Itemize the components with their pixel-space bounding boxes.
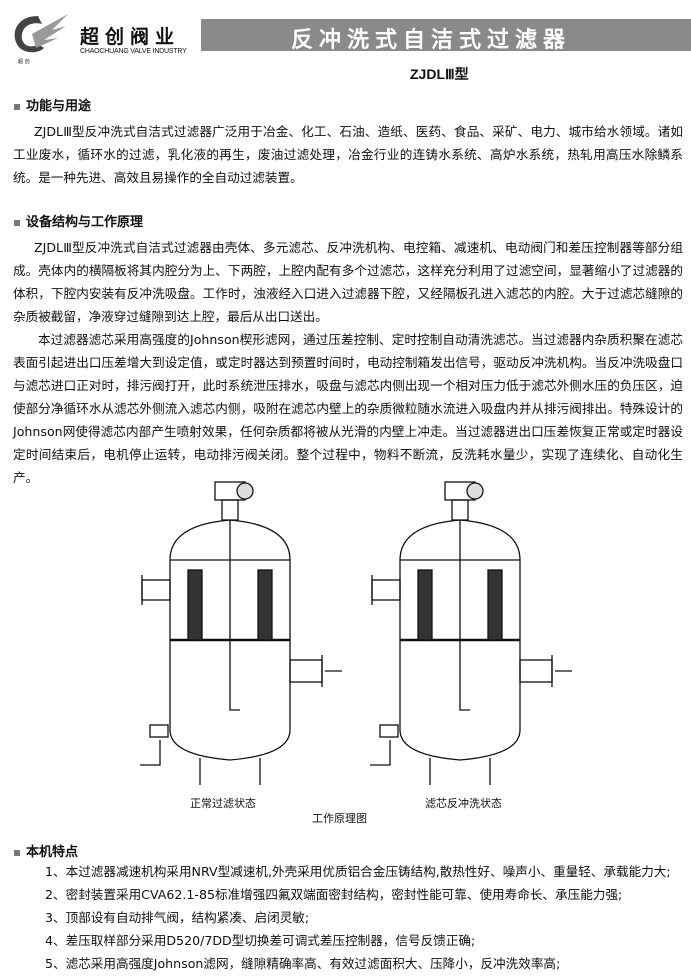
filter-left — [140, 481, 342, 785]
heading-text: 本机特点 — [26, 845, 79, 860]
logo-english-name: CHAOCHUANG VALVE INDUSTRY — [80, 48, 187, 55]
list-item: 4、差压取样部分采用D520/7DD型切换差可调式差压控制器，信号反馈正确; — [45, 933, 476, 948]
section-heading-features: 本机特点 — [14, 841, 78, 860]
list-item: 2、密封装置采用CVA62.1-85标准增强四氟双端面密封结构，密封性能可靠、使… — [45, 887, 623, 902]
logo-small-text: 超 创 — [18, 59, 30, 65]
list-item: 5、滤芯采用高强度Johnson滤网，缝隙精确率高、有效过滤面积大、压降小，反冲… — [45, 956, 561, 971]
square-bullet-icon — [14, 103, 20, 110]
logo-chinese-name: 超创阀业 — [80, 26, 181, 48]
page-title: 反冲洗式自洁式过滤器 — [291, 28, 572, 53]
features-list: 1、本过滤器减速机构采用NRV型减速机,外壳采用优质铝合金压铸结构,散热性好、噪… — [45, 860, 671, 975]
title-banner: 反冲洗式自洁式过滤器 — [201, 19, 691, 53]
figure-caption: 工作原理图 — [312, 812, 367, 825]
function-paragraph: ZJDLⅢ型反冲洗式自洁式过滤器广泛用于冶金、化工、石油、造纸、医药、食品、采矿… — [13, 120, 683, 189]
heading-text: 设备结构与工作原理 — [26, 215, 144, 230]
right-diagram-caption: 滤芯反冲洗状态 — [425, 797, 502, 810]
square-bullet-icon — [14, 849, 20, 856]
paragraph: 本过滤器滤芯采用高强度的Johnson楔形滤网，通过压差控制、定时控制自动清洗滤… — [13, 332, 683, 485]
list-item: 1、本过滤器减速机构采用NRV型减速机,外壳采用优质铝合金压铸结构,散热性好、噪… — [45, 864, 671, 879]
heading-text: 功能与用途 — [26, 99, 92, 114]
filter-right — [370, 481, 572, 785]
paragraph: ZJDLⅢ型反冲洗式自洁式过滤器由壳体、多元滤芯、反冲洗机构、电控箱、减速机、电… — [13, 240, 683, 324]
list-item: 3、顶部设有自动排气阀，结构紧凑、启闭灵敏; — [45, 910, 310, 925]
paragraph: ZJDLⅢ型反冲洗式自洁式过滤器广泛用于冶金、化工、石油、造纸、医药、食品、采矿… — [13, 124, 683, 185]
square-bullet-icon — [14, 219, 20, 226]
section-heading-function: 功能与用途 — [14, 95, 91, 114]
company-logo: 超创阀业 CHAOCHUANG VALVE INDUSTRY 超 创 — [8, 12, 198, 65]
left-diagram-caption: 正常过滤状态 — [190, 797, 256, 810]
structure-paragraphs: ZJDLⅢ型反冲洗式自洁式过滤器由壳体、多元滤芯、反冲洗机构、电控箱、减速机、电… — [13, 236, 683, 489]
model-subtitle: ZJDLⅢ型 — [410, 66, 469, 82]
logo-emblem-icon — [14, 14, 68, 53]
working-principle-diagram — [140, 481, 572, 785]
section-heading-structure: 设备结构与工作原理 — [14, 211, 143, 230]
